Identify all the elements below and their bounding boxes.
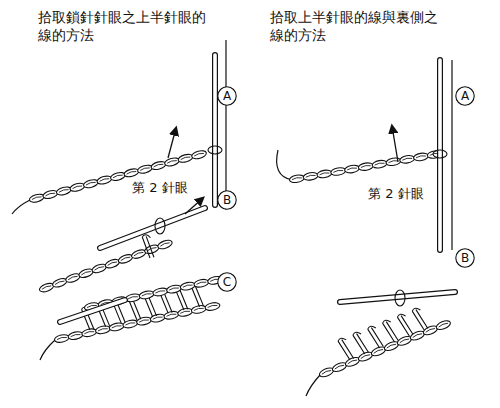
stitch-label: 第 2 針眼: [132, 180, 188, 196]
step-letter: B: [217, 190, 237, 210]
step-letter-circle: A: [455, 86, 475, 106]
stitch-label: 第 2 針眼: [368, 186, 424, 202]
step-letter: C: [217, 272, 237, 292]
step-letter-circle: A: [217, 86, 237, 106]
step-letter-circle: B: [455, 248, 475, 268]
method-heading: 拾取鎖針針眼之上半針眼的 線的方法: [38, 8, 216, 44]
step-letter: A: [455, 86, 475, 106]
step-letter: B: [455, 248, 475, 268]
step-letter-circle: C: [217, 272, 237, 292]
method-heading: 拾取上半針眼的線與裏側之 線的方法: [270, 8, 448, 44]
step-letter: A: [217, 86, 237, 106]
step-letter-circle: B: [217, 190, 237, 210]
